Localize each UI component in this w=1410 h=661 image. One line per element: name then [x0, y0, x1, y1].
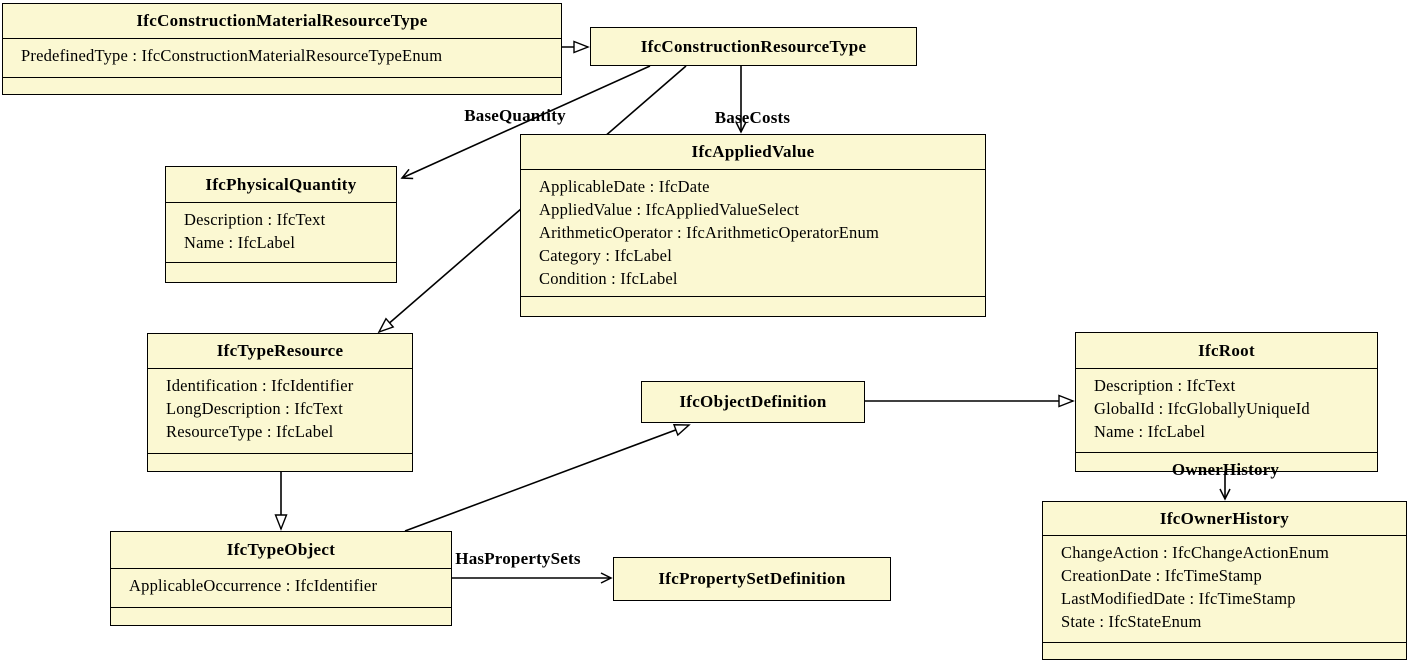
class-title: IfcObjectDefinition: [679, 392, 827, 411]
attribute-row: GlobalId : IfcGloballyUniqueId: [1094, 399, 1310, 418]
attribute-row: Condition : IfcLabel: [539, 269, 678, 288]
attribute-row: LastModifiedDate : IfcTimeStamp: [1061, 589, 1296, 608]
attribute-row: ResourceType : IfcLabel: [166, 422, 334, 441]
class-ifc-physical-quantity: IfcPhysicalQuantity Description : IfcTex…: [165, 166, 397, 283]
class-title: IfcConstructionMaterialResourceType: [136, 11, 428, 30]
class-title: IfcRoot: [1198, 340, 1255, 360]
attribute-row: ArithmeticOperator : IfcArithmeticOperat…: [539, 223, 879, 242]
attribute-row: CreationDate : IfcTimeStamp: [1061, 566, 1262, 585]
class-title: IfcAppliedValue: [691, 142, 815, 161]
attribute-row: AppliedValue : IfcAppliedValueSelect: [539, 200, 800, 219]
class-ifc-type-resource: IfcTypeResource Identification : IfcIden…: [147, 333, 413, 472]
class-operations-empty: [166, 262, 396, 282]
edge-label-basequantity: BaseQuantity: [464, 106, 566, 125]
class-title: IfcConstructionResourceType: [640, 36, 867, 56]
class-attributes: Description : IfcText GlobalId : IfcGlob…: [1076, 368, 1377, 452]
class-operations-empty: [521, 296, 985, 316]
attribute-row: LongDescription : IfcText: [166, 399, 344, 418]
attribute-row: Name : IfcLabel: [1094, 422, 1206, 441]
class-ifc-type-object: IfcTypeObject ApplicableOccurrence : Ifc…: [110, 531, 452, 626]
edge-association-basequantity: [400, 65, 651, 180]
class-ifc-owner-history: IfcOwnerHistory ChangeAction : IfcChange…: [1042, 501, 1407, 660]
class-ifc-object-definition: IfcObjectDefinition: [641, 381, 865, 423]
class-ifc-construction-resource-type: IfcConstructionResourceType: [590, 27, 917, 66]
attribute-row: Name : IfcLabel: [184, 233, 296, 252]
class-title: IfcTypeResource: [216, 341, 344, 360]
edge-label-ownerhistory: OwnerHistory: [1171, 460, 1280, 479]
attribute-row: ChangeAction : IfcChangeActionEnum: [1061, 543, 1329, 562]
class-title: IfcPropertySetDefinition: [658, 569, 846, 588]
class-title: IfcPhysicalQuantity: [205, 174, 357, 194]
class-title: IfcOwnerHistory: [1159, 508, 1290, 528]
edge-generalization-typeobject-to-objectdefinition: [404, 425, 689, 532]
class-ifc-applied-value: IfcAppliedValue ApplicableDate : IfcDate…: [520, 134, 986, 317]
class-operations-empty: [1043, 642, 1406, 659]
class-operations-empty: [1076, 452, 1377, 471]
class-ifc-root: IfcRoot Description : IfcText GlobalId :…: [1075, 332, 1378, 472]
edge-label-basecosts: BaseCosts: [714, 108, 791, 127]
class-operations-empty: [111, 607, 451, 625]
class-attributes: PredefinedType : IfcConstructionMaterial…: [3, 38, 561, 77]
class-title: IfcTypeObject: [226, 540, 336, 559]
attribute-row: PredefinedType : IfcConstructionMaterial…: [21, 46, 443, 65]
class-ifc-construction-material-resource-type: IfcConstructionMaterialResourceType Pred…: [2, 3, 562, 95]
class-operations-empty: [3, 77, 561, 94]
attribute-row: Description : IfcText: [1094, 376, 1236, 395]
class-attributes: ApplicableDate : IfcDate AppliedValue : …: [521, 169, 985, 296]
class-operations-empty: [148, 453, 412, 471]
attribute-row: Category : IfcLabel: [539, 246, 672, 265]
class-attributes: Identification : IfcIdentifier LongDescr…: [148, 368, 412, 453]
class-attributes: Description : IfcText Name : IfcLabel: [166, 202, 396, 262]
class-attributes: ApplicableOccurrence : IfcIdentifier: [111, 568, 451, 607]
attribute-row: Description : IfcText: [184, 210, 326, 229]
class-attributes: ChangeAction : IfcChangeActionEnum Creat…: [1043, 535, 1406, 642]
edge-label-haspropertysets: HasPropertySets: [455, 549, 581, 568]
attribute-row: ApplicableDate : IfcDate: [539, 177, 710, 196]
class-ifc-property-set-definition: IfcPropertySetDefinition: [613, 557, 891, 601]
attribute-row: Identification : IfcIdentifier: [166, 376, 354, 395]
attribute-row: State : IfcStateEnum: [1061, 612, 1202, 631]
attribute-row: ApplicableOccurrence : IfcIdentifier: [129, 576, 378, 595]
